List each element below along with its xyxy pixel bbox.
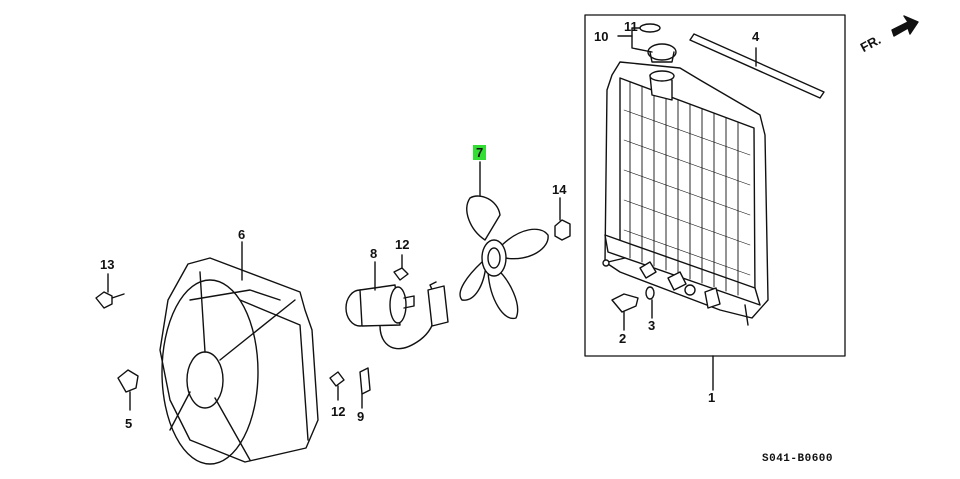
label-part-9: 9 xyxy=(357,409,365,424)
label-part-11: 11 xyxy=(624,19,638,34)
radiator xyxy=(602,61,769,326)
label-part-2: 2 xyxy=(619,331,627,346)
label-part-7[interactable]: 7 xyxy=(473,145,487,160)
fan-nut xyxy=(554,197,571,241)
rubber-strip xyxy=(689,33,825,99)
label-part-5: 5 xyxy=(125,416,133,431)
front-arrow xyxy=(891,15,919,37)
label-part-12-upper: 12 xyxy=(395,237,410,252)
fan-shroud xyxy=(159,241,319,465)
label-part-8: 8 xyxy=(370,246,378,261)
drain-plug xyxy=(611,293,639,331)
label-part-4: 4 xyxy=(752,29,760,44)
fan-motor xyxy=(345,261,449,350)
label-part-6: 6 xyxy=(238,227,246,242)
label-part-13: 13 xyxy=(100,257,115,272)
label-part-3: 3 xyxy=(648,318,656,333)
diagram-code: S041-B0600 xyxy=(762,453,834,465)
radiator-callout-box xyxy=(584,14,846,357)
shroud-bolt xyxy=(95,273,125,309)
label-part-12-lower: 12 xyxy=(331,404,346,419)
wire-clip xyxy=(359,367,371,409)
label-part-1: 1 xyxy=(708,390,716,405)
label-part-14: 14 xyxy=(552,182,567,197)
radiator-cap xyxy=(617,23,677,63)
cooling-fan xyxy=(459,161,549,320)
shroud-clip xyxy=(117,369,139,411)
motor-bolt-upper xyxy=(393,254,409,281)
drain-washer xyxy=(645,286,655,319)
label-part-10: 10 xyxy=(594,29,609,44)
motor-bolt-lower xyxy=(329,371,345,401)
